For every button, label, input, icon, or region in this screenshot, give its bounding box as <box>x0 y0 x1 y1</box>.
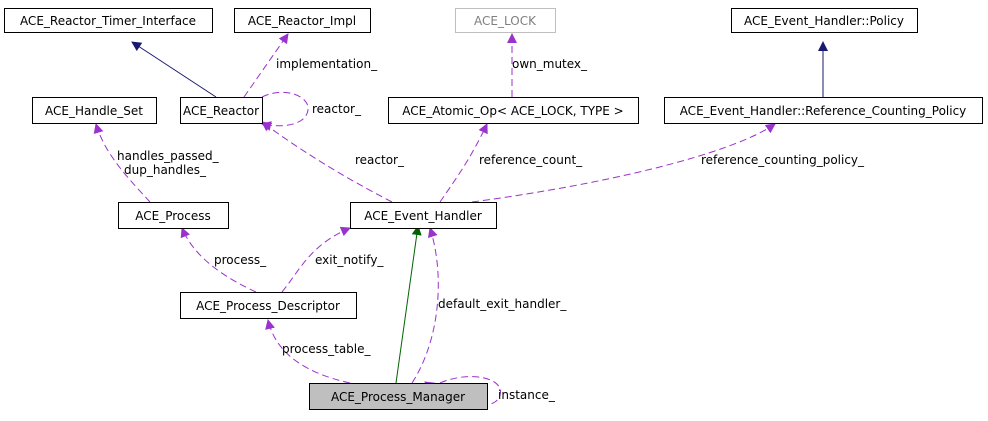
node-label: ACE_Event_Handler::Policy <box>744 14 904 28</box>
node-event-handler[interactable]: ACE_Event_Handler <box>350 202 497 229</box>
uses-edge-default-exit-handler <box>411 227 439 384</box>
edge-label-reference-count: reference_count_ <box>479 153 583 167</box>
inherit-edge-reactor-timer-interface <box>131 41 217 98</box>
edge-label-implementation: implementation_ <box>276 57 378 71</box>
uses-edge-reference-counting-policy <box>471 123 776 203</box>
node-label: ACE_Handle_Set <box>45 104 143 118</box>
uses-edge-reactor <box>261 121 393 203</box>
node-process[interactable]: ACE_Process <box>118 202 229 229</box>
node-label: ACE_Event_Handler <box>364 209 482 223</box>
edge-label-reference-counting-policy: reference_counting_policy_ <box>701 153 865 167</box>
node-reactor-timer-interface[interactable]: ACE_Reactor_Timer_Interface <box>4 8 213 33</box>
edge-label-instance: instance_ <box>498 388 556 402</box>
edge-label-default-exit-handler: default_exit_handler_ <box>438 297 567 311</box>
uses-edge-process <box>180 227 257 293</box>
node-reference-counting-policy[interactable]: ACE_Event_Handler::Reference_Counting_Po… <box>664 97 983 124</box>
node-process-descriptor[interactable]: ACE_Process_Descriptor <box>180 292 357 319</box>
edge-label-handles-passed: handles_passed_ <box>117 149 220 163</box>
node-lock[interactable]: ACE_LOCK <box>455 8 556 33</box>
edge-label-exit-notify: exit_notify_ <box>315 253 384 267</box>
edge-label-own-mutex: own_mutex_ <box>512 57 588 71</box>
uses-edge-reference-count <box>439 123 488 203</box>
uses-edge-process-table <box>265 319 351 384</box>
inherit-edge-event-handler <box>395 225 422 384</box>
node-reactor-impl[interactable]: ACE_Reactor_Impl <box>234 8 371 33</box>
node-label: ACE_Reactor_Timer_Interface <box>20 14 196 28</box>
uses-edge-handles <box>93 123 151 203</box>
node-label: ACE_Atomic_Op< ACE_LOCK, TYPE > <box>402 104 623 118</box>
node-handle-set[interactable]: ACE_Handle_Set <box>32 97 157 124</box>
node-label: ACE_Process_Descriptor <box>196 299 340 313</box>
node-label: ACE_LOCK <box>474 14 537 28</box>
node-label: ACE_Process_Manager <box>331 390 465 404</box>
uses-edge-implementation <box>243 33 289 98</box>
node-label: ACE_Reactor_Impl <box>248 14 356 28</box>
uses-edge-reactor-self <box>261 91 309 131</box>
edge-label-dup-handles: dup_handles_ <box>124 163 207 177</box>
node-label: ACE_Process <box>135 209 210 223</box>
node-policy[interactable]: ACE_Event_Handler::Policy <box>731 8 918 33</box>
node-reactor[interactable]: ACE_Reactor <box>180 97 263 124</box>
node-process-manager[interactable]: ACE_Process_Manager <box>309 383 488 410</box>
edge-label-process: process_ <box>214 253 267 267</box>
node-label: ACE_Event_Handler::Reference_Counting_Po… <box>680 104 967 118</box>
edge-label-process-table: process_table_ <box>282 342 372 356</box>
uses-edge-exit-notify <box>281 226 351 293</box>
node-atomic-op[interactable]: ACE_Atomic_Op< ACE_LOCK, TYPE > <box>388 97 639 124</box>
edge-label-reactor: reactor_ <box>355 153 405 167</box>
node-label: ACE_Reactor <box>183 104 259 118</box>
edge-label-reactor-self: reactor_ <box>312 102 362 116</box>
